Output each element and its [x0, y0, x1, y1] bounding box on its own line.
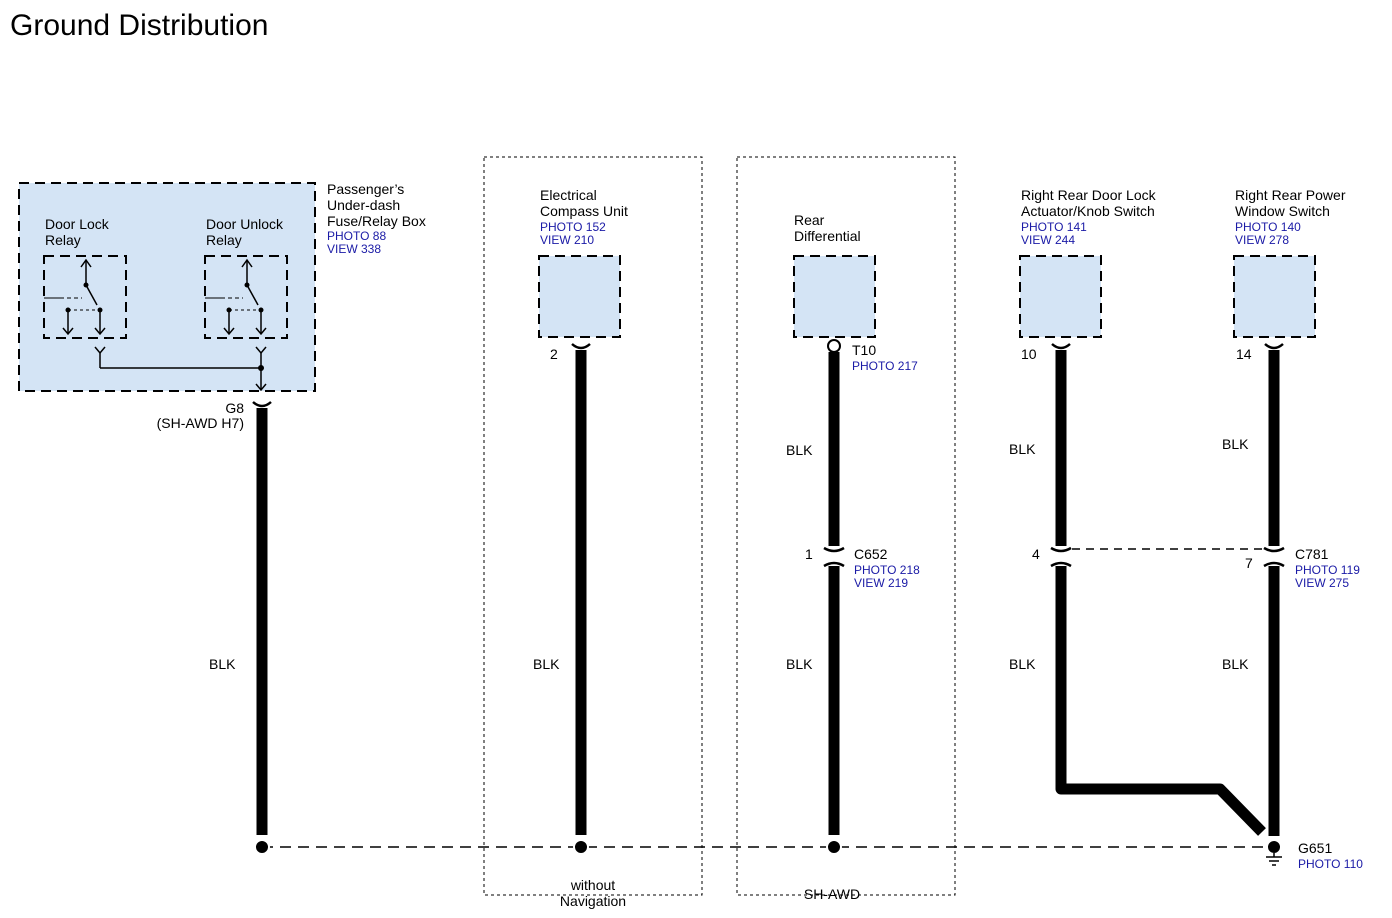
power-window-switch-name: Right Rear Power Window Switch: [1235, 187, 1346, 219]
door-unlock-relay[interactable]: [204, 255, 288, 339]
wire-color-door-lock-lower: BLK: [1009, 656, 1036, 672]
door-lock-view-link[interactable]: VIEW 244: [1021, 233, 1076, 247]
sh-awd-label: SH-AWD: [803, 886, 861, 902]
rear-differential-box[interactable]: [793, 255, 876, 338]
g8-alt-pin-label: (SH-AWD H7): [156, 415, 244, 431]
power-window-switch-box[interactable]: [1233, 255, 1316, 338]
without-navigation-variant-box: [483, 156, 703, 896]
compass-unit-name: Electrical Compass Unit: [540, 187, 628, 219]
wire-color-power-window-lower: BLK: [1222, 656, 1249, 672]
wire-color-compass: BLK: [533, 656, 560, 672]
g651-label: G651: [1298, 840, 1333, 856]
ground-splice-1: [254, 839, 270, 855]
door-lock-relay[interactable]: [43, 255, 127, 339]
without-navigation-label: without Navigation: [559, 877, 627, 909]
t10-label: T10: [852, 342, 877, 358]
power-window-photo-link[interactable]: PHOTO 140: [1235, 220, 1301, 234]
ground-splice-2: [573, 839, 589, 855]
sh-awd-variant-box: [736, 156, 956, 896]
pin-caps: [252, 343, 1284, 408]
compass-view-link[interactable]: VIEW 210: [540, 233, 595, 247]
wire-color-door-lock-upper: BLK: [1009, 441, 1036, 457]
door-lock-actuator-box[interactable]: [1019, 255, 1102, 338]
compass-unit-box[interactable]: [538, 255, 621, 338]
wire-color-rear-diff-lower: BLK: [786, 656, 813, 672]
t10-terminal[interactable]: [827, 339, 841, 353]
fuse-box-view-link[interactable]: VIEW 338: [327, 242, 382, 256]
c652-pin-label: 1: [805, 546, 813, 562]
power-window-pin-label: 14: [1236, 346, 1252, 362]
c781-name: C781: [1295, 546, 1329, 562]
fuse-box-photo-link[interactable]: PHOTO 88: [327, 229, 387, 243]
door-lock-relay-label: Door Lock Relay: [45, 216, 109, 248]
door-lock-photo-link[interactable]: PHOTO 141: [1021, 220, 1087, 234]
g651-photo-link[interactable]: PHOTO 110: [1298, 857, 1363, 871]
door-lock-actuator-name: Right Rear Door Lock Actuator/Knob Switc…: [1021, 187, 1156, 219]
compass-pin-label: 2: [550, 346, 558, 362]
c781-photo-link[interactable]: PHOTO 119: [1295, 563, 1360, 577]
c652-photo-link[interactable]: PHOTO 218: [854, 563, 920, 577]
door-lock-pin-label: 10: [1021, 346, 1037, 362]
wire-door-lock-lower[interactable]: [1055, 566, 1266, 836]
rear-differential-name: Rear Differential: [794, 212, 861, 244]
c781-left-pin-label: 4: [1032, 546, 1040, 562]
c781-view-link[interactable]: VIEW 275: [1295, 576, 1350, 590]
ground-symbol-icon[interactable]: [1266, 839, 1282, 866]
wire-color-power-window-upper: BLK: [1222, 436, 1249, 452]
t10-photo-link[interactable]: PHOTO 217: [852, 359, 918, 373]
power-window-view-link[interactable]: VIEW 278: [1235, 233, 1290, 247]
g8-pin-label: G8: [225, 400, 244, 416]
ground-splice-3: [826, 839, 842, 855]
c781-right-pin-label: 7: [1245, 555, 1253, 571]
fuse-box-name: Passenger’s Under-dash Fuse/Relay Box: [327, 181, 426, 229]
c652-view-link[interactable]: VIEW 219: [854, 576, 909, 590]
door-unlock-relay-label: Door Unlock Relay: [206, 216, 284, 248]
wire-color-rear-diff-upper: BLK: [786, 442, 813, 458]
c781-connector[interactable]: [1050, 546, 1285, 568]
c652-name: C652: [854, 546, 888, 562]
c652-connector[interactable]: [823, 546, 845, 568]
wire-color-g8: BLK: [209, 656, 236, 672]
compass-photo-link[interactable]: PHOTO 152: [540, 220, 606, 234]
fuse-relay-box[interactable]: [18, 182, 316, 392]
page-title: Ground Distribution: [10, 9, 269, 42]
